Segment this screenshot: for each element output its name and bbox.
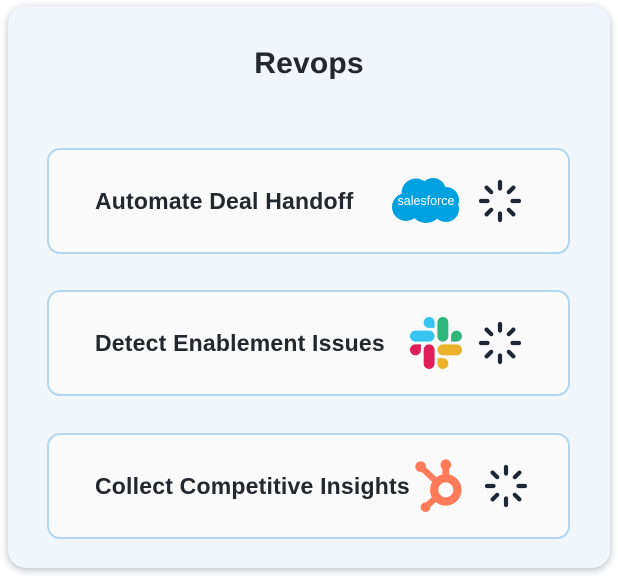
salesforce-logo-icon: salesforce	[392, 178, 459, 223]
slack-logo-icon	[410, 317, 462, 369]
task-row-detect-enablement-issues[interactable]: Detect Enablement Issues	[47, 290, 570, 396]
row-status-group: salesforce	[390, 175, 522, 227]
task-label: Detect Enablement Issues	[95, 329, 385, 356]
task-row-automate-deal-handoff[interactable]: Automate Deal Handoff salesforce	[47, 148, 570, 254]
page-title: Revops	[254, 47, 364, 80]
revops-card: Revops Automate Deal Handoff salesforce	[8, 6, 610, 568]
row-status-group	[410, 457, 528, 515]
salesforce-logo-text: salesforce	[398, 194, 455, 208]
task-row-collect-competitive-insights[interactable]: Collect Competitive Insights	[47, 433, 570, 539]
loading-spinner-icon	[478, 321, 522, 365]
task-label: Automate Deal Handoff	[95, 187, 354, 214]
row-status-group	[410, 317, 522, 369]
loading-spinner-icon	[478, 179, 522, 223]
loading-spinner-icon	[484, 464, 527, 508]
task-label: Collect Competitive Insights	[95, 472, 410, 499]
hubspot-logo-icon	[415, 459, 462, 513]
